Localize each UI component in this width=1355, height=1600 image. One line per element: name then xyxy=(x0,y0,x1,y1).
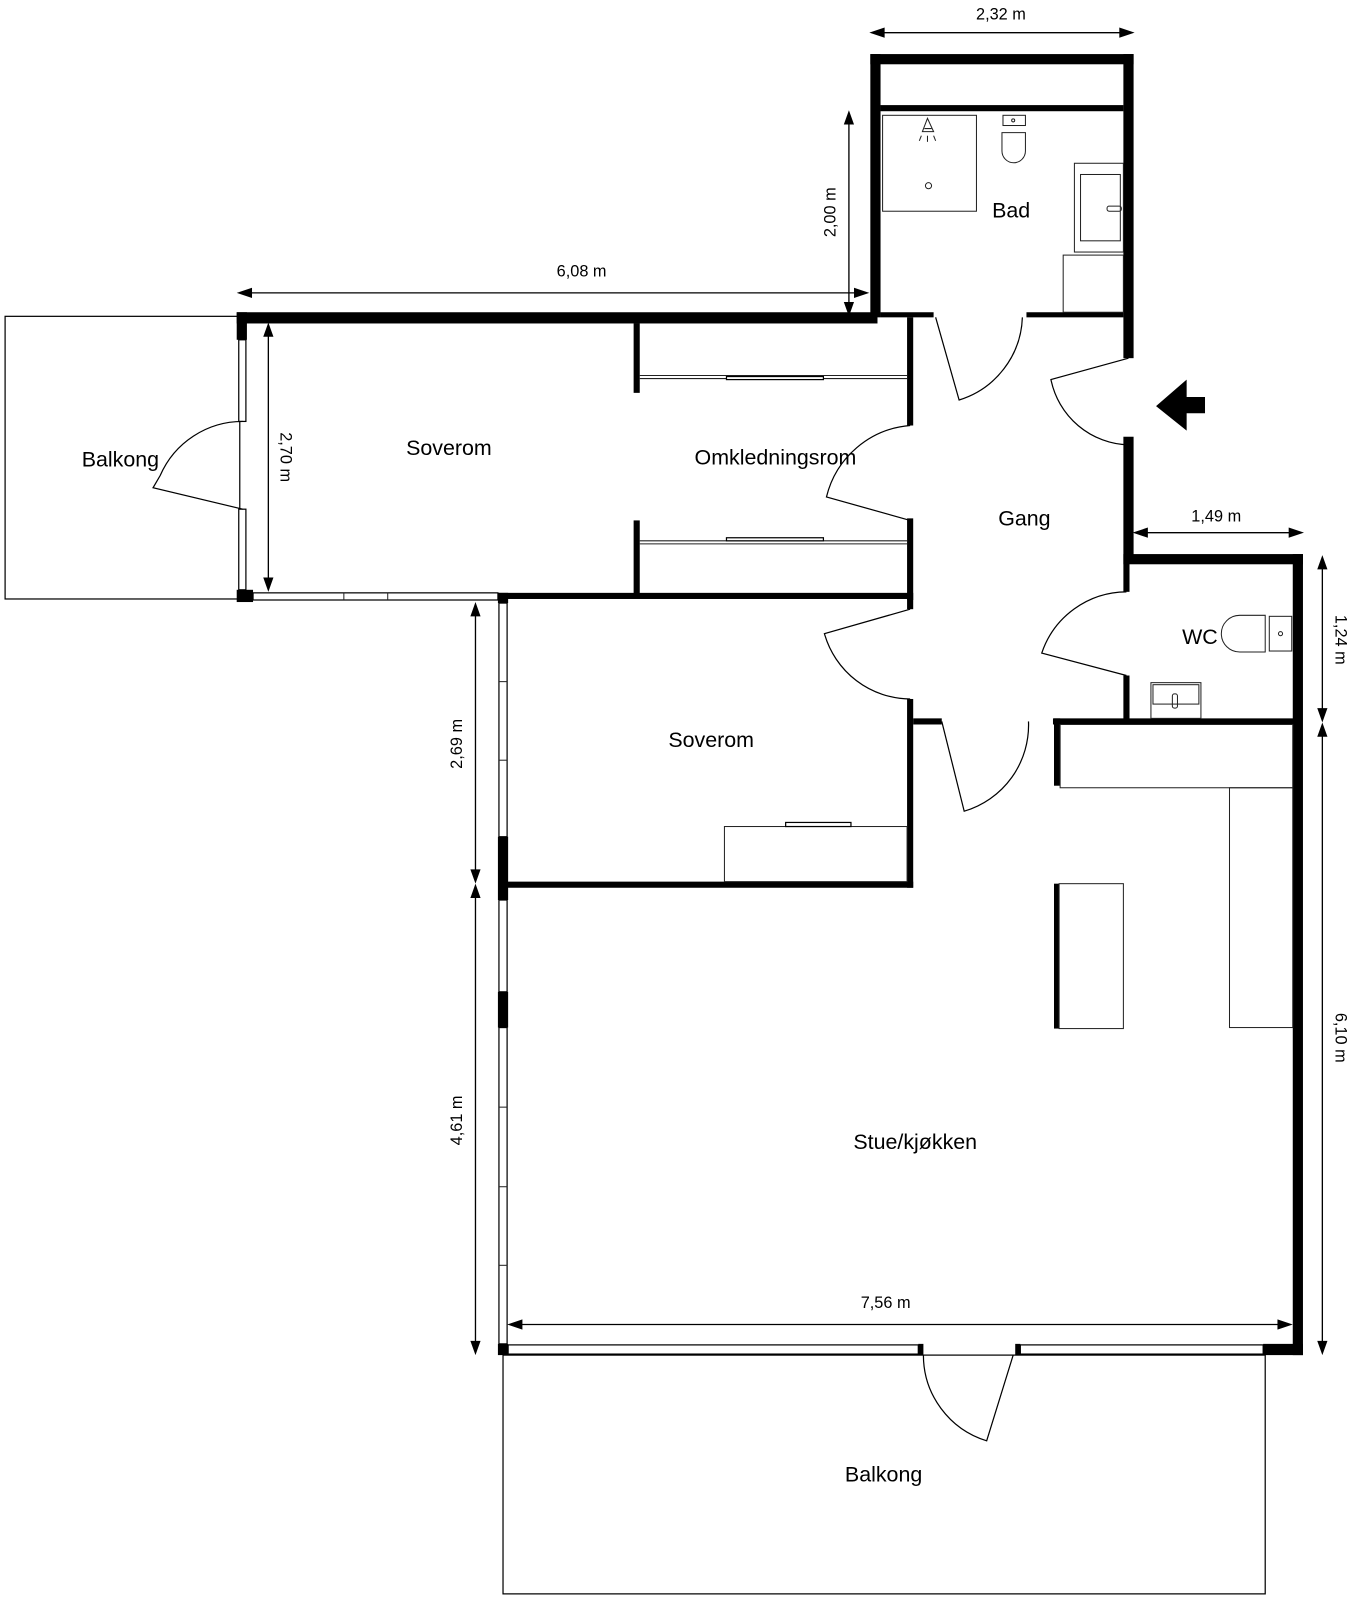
sink-icon xyxy=(1073,162,1124,253)
wall-south-door-jamb-left xyxy=(918,1343,924,1356)
wall-omkledning-right-bottom xyxy=(907,518,914,600)
wall-west-corner xyxy=(497,592,509,604)
balcony-west xyxy=(4,315,241,600)
wall-bad-bottom-left xyxy=(880,312,934,318)
dim-label-soverom-depth: 2,70 m xyxy=(277,432,295,482)
dimension-lines xyxy=(236,27,1328,1356)
room-label-bad: Bad xyxy=(992,198,1030,222)
balcony-south-outline xyxy=(502,1354,1266,1595)
door-omkledningsrom xyxy=(825,424,911,521)
wardrobe-soverom2-door xyxy=(785,821,852,828)
wardrobe-omkledning-lower-door xyxy=(725,537,825,542)
door-wc xyxy=(1040,591,1127,677)
wall-east xyxy=(1292,554,1303,1356)
toilet-icon xyxy=(1220,614,1293,653)
toilet-icon xyxy=(1001,114,1026,164)
room-label-wc: WC xyxy=(1182,625,1218,649)
window-bedroom-south xyxy=(252,592,499,601)
kitchen-counter-top xyxy=(1059,723,1294,789)
wall-south-door-jamb-right xyxy=(1015,1343,1021,1356)
wall-wc-left-bottom xyxy=(1123,675,1130,723)
wall-bad-right xyxy=(1123,54,1134,359)
dim-label-bad-depth: 2,00 m xyxy=(822,187,840,237)
wall-bad-left xyxy=(870,54,881,318)
wall-west-pillar-1 xyxy=(497,836,509,900)
door-stue xyxy=(941,721,1030,812)
wall-wc-top xyxy=(1123,554,1303,565)
wall-soverom2-right-top xyxy=(907,598,914,610)
room-label-stue-kjokken: Stue/kjøkken xyxy=(853,1130,977,1154)
shower-tray xyxy=(882,114,977,212)
wall-omkledning-right-top xyxy=(907,317,914,426)
dim-label-stue-width: 7,56 m xyxy=(861,1294,911,1312)
wall-wc-left-top xyxy=(1123,561,1130,592)
wall-kitchen-stub xyxy=(1054,718,1061,786)
room-label-balkong-west: Balkong xyxy=(82,447,159,471)
sink-icon xyxy=(1150,682,1202,719)
wall-gang-right xyxy=(1123,436,1134,562)
wardrobe-omkledning-upper-door xyxy=(725,375,825,381)
wall-west-pillar-2 xyxy=(497,991,509,1028)
shower-drain xyxy=(924,182,933,190)
door-entrance xyxy=(1050,357,1129,446)
wall-bedroom-left-corner xyxy=(236,589,254,603)
dim-label-bad-width: 2,32 m xyxy=(976,5,1026,23)
room-label-soverom-1: Soverom xyxy=(406,436,492,460)
window-west-bedroom-lower xyxy=(238,508,247,591)
door-soverom2 xyxy=(823,608,911,700)
window-stue-west-2 xyxy=(498,1026,508,1345)
bathroom-fixtures xyxy=(882,114,1124,313)
wall-bad-top xyxy=(870,54,1134,65)
dim-label-wc-depth: 1,24 m xyxy=(1332,615,1350,665)
shower-icon xyxy=(918,117,937,142)
wall-soverom2-right xyxy=(907,698,914,888)
kitchen xyxy=(1058,723,1294,1030)
balcony-west-outline xyxy=(4,315,241,600)
dim-label-stue-depth-right: 6,10 m xyxy=(1332,1013,1350,1063)
dim-label-soverom2-depth: 2,69 m xyxy=(448,719,466,769)
room-label-soverom-2: Soverom xyxy=(668,728,754,752)
dim-label-soverom-omkledning-width: 6,08 m xyxy=(557,263,607,281)
balcony-south xyxy=(502,1354,1266,1595)
doors xyxy=(152,317,1129,1442)
dim-label-wc-width: 1,49 m xyxy=(1191,507,1241,525)
windows xyxy=(238,339,1264,1355)
wall-bedroom-left-top xyxy=(236,312,247,340)
kitchen-counter-right xyxy=(1228,787,1294,1029)
window-stue-west-1 xyxy=(498,899,508,993)
wall-bad-bottom-right xyxy=(1026,312,1124,318)
wc-fixtures xyxy=(1150,614,1293,719)
wall-island-back xyxy=(1054,883,1060,1029)
wall-bedroom-divider xyxy=(497,592,914,599)
wall-wc-bottom xyxy=(1052,718,1298,725)
wall-south-corner xyxy=(1263,1343,1303,1356)
bathroom-cabinet xyxy=(1062,254,1124,313)
entrance-arrow-icon xyxy=(1156,379,1206,431)
window-stue-south-right xyxy=(1019,1344,1264,1355)
wall-bad-shelf xyxy=(880,105,1124,112)
window-west-bedroom-upper xyxy=(238,339,247,423)
wall-west-corner-bottom xyxy=(497,1343,509,1356)
window-stue-south-left xyxy=(507,1344,919,1355)
room-label-omkledningsrom: Omkledningsrom xyxy=(695,445,857,469)
door-balcony-south xyxy=(922,1354,1014,1442)
wall-omkledning-left-top xyxy=(633,323,640,393)
door-bad xyxy=(935,317,1023,401)
wardrobes xyxy=(639,375,908,883)
wall-gang-bottom-left xyxy=(913,718,942,725)
dim-label-stue-depth-left: 4,61 m xyxy=(448,1095,466,1145)
wall-bedroom-top xyxy=(236,312,878,324)
wall-soverom2-bottom xyxy=(503,881,914,888)
room-label-balkong-south: Balkong xyxy=(845,1463,922,1487)
wardrobe-soverom2 xyxy=(723,826,908,883)
door-balcony-west xyxy=(152,420,243,510)
walls xyxy=(236,54,1303,1356)
wall-omkledning-left-bottom xyxy=(633,520,640,597)
room-label-gang: Gang xyxy=(998,507,1050,531)
window-soverom2-west xyxy=(498,602,508,838)
kitchen-island xyxy=(1058,883,1124,1030)
